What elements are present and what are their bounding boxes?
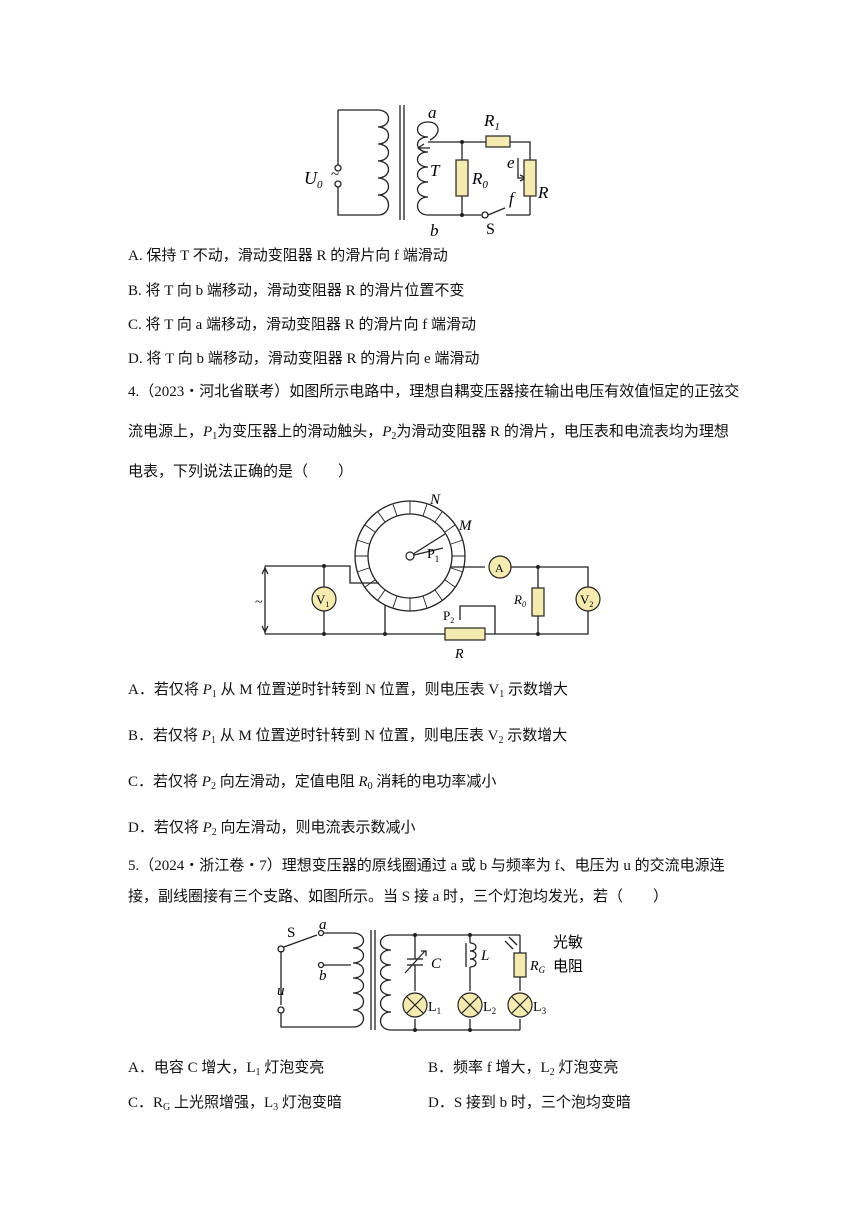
r0-label: R0 (471, 169, 488, 191)
tilde-label: ~ (331, 167, 339, 183)
q4-option-a: A．若仅将 P1 从 M 位置逆时针转到 N 位置，则电压表 V1 示数增大 (128, 682, 569, 700)
v1-label: V1 (316, 592, 329, 609)
q4-option-d: D．若仅将 P2 向左滑动，则电流表示数减小 (128, 820, 416, 838)
q5-option-d: D．S 接到 b 时，三个泡均变暗 (428, 1095, 631, 1111)
rg-label: RG (529, 959, 546, 975)
q5-option-c: C．RG 上光照增强，L3 灯泡变暗 (128, 1095, 342, 1113)
l-label: L (480, 948, 489, 964)
q4-stem-line3: 电表，下列说法正确的是（ ） (128, 464, 354, 480)
n-label: N (429, 492, 441, 508)
q4-option-c: C．若仅将 P2 向左滑动，定值电阻 R0 消耗的电功率减小 (128, 774, 497, 792)
r-label: R (454, 647, 464, 660)
q5-option-b: B．频率 f 增大，L2 灯泡变亮 (428, 1060, 619, 1078)
q3-option-a: A. 保持 T 不动，滑动变阻器 R 的滑片向 f 端滑动 (128, 248, 448, 264)
transformer-circuit-figure: U0 ~ a T b R1 R0 e f R S (304, 103, 549, 240)
f-label: f (509, 189, 516, 208)
l3-label: L3 (533, 1000, 547, 1016)
t-label: T (430, 161, 441, 180)
s-label: S (486, 221, 495, 238)
p1-label: P1 (427, 547, 439, 564)
q5-stem-line2: 接，副线圈接有三个支路、如图所示。当 S 接 a 时，三个灯泡均发光，若（ ） (128, 889, 669, 905)
q3-option-b: B. 将 T 向 b 端移动，滑动变阻器 R 的滑片位置不变 (128, 283, 465, 299)
q4-stem-line2: 流电源上，P1为变压器上的滑动触头，P2为滑动变阻器 R 的滑片，电压表和电流表… (128, 424, 729, 442)
a-label: a (319, 917, 327, 933)
l1-label: L1 (428, 1000, 441, 1016)
c-label: C (431, 956, 442, 972)
three-branch-transformer-figure: S a b u C L RG 光敏 电阻 L1 L2 L3 (277, 917, 583, 1032)
q4-option-b: B．若仅将 P1 从 M 位置逆时针转到 N 位置，则电压表 V2 示数增大 (128, 728, 568, 746)
r-label: R (537, 183, 549, 202)
q5-stem-line1: 5.（2024・浙江卷・7）理想变压器的原线圈通过 a 或 b 与频率为 f、电… (128, 858, 725, 874)
u-label: u (277, 983, 285, 999)
q3-option-d: D. 将 T 向 b 端移动，滑动变阻器 R 的滑片向 e 端滑动 (128, 351, 480, 367)
e-label: e (507, 153, 515, 172)
r1-label: R1 (483, 111, 500, 133)
b-label: b (430, 221, 439, 240)
tilde-label: ~ (255, 595, 263, 610)
ammeter-label: A (495, 561, 504, 575)
photoresistor-label-2: 电阻 (553, 958, 583, 975)
u0-label: U0 (304, 168, 323, 191)
autotransformer-circuit-figure: N M P1 A V1 V2 R0 P2 R ~ (255, 492, 601, 660)
l2-label: L2 (483, 1000, 496, 1016)
m-label: M (458, 518, 473, 534)
q5-option-a: A．电容 C 增大，L1 灯泡变亮 (128, 1060, 325, 1078)
q4-stem-line1: 4.（2023・河北省联考）如图所示电路中，理想自耦变压器接在输出电压有效值恒定… (128, 384, 740, 400)
r0-label: R0 (513, 592, 526, 609)
v2-label: V2 (580, 592, 593, 609)
a-label: a (428, 103, 437, 122)
s-label: S (287, 925, 295, 941)
photoresistor-label-1: 光敏 (553, 934, 583, 951)
q3-option-c: C. 将 T 向 a 端移动，滑动变阻器 R 的滑片向 f 端滑动 (128, 317, 477, 333)
b-label: b (319, 968, 327, 984)
p2-label: P2 (443, 608, 454, 625)
